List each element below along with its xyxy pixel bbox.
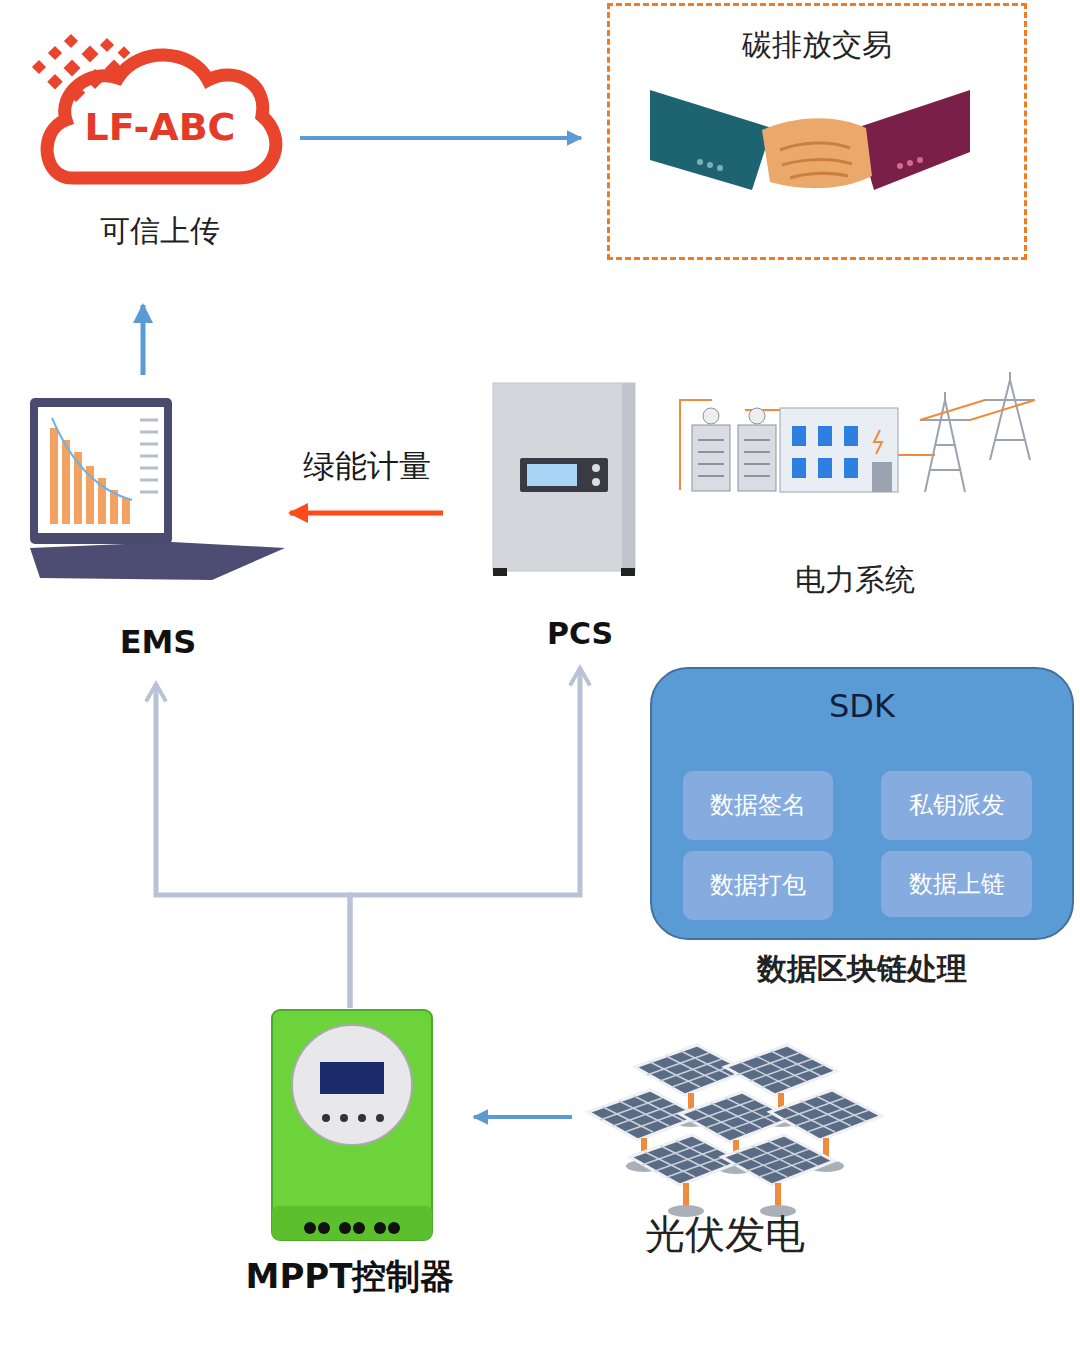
node-label: MPPT控制器 — [230, 1256, 470, 1297]
cloud-logo: LF-ABC 可信上传 — [30, 35, 290, 257]
node-label: 私钥派发 — [909, 791, 1005, 820]
node-caption: 可信上传 — [30, 213, 290, 249]
connector-arrow — [300, 136, 581, 140]
node-label: 电力系统 — [675, 562, 1035, 598]
sdk-function: 私钥派发 — [881, 771, 1032, 840]
ems-laptop: EMS — [28, 395, 288, 670]
power-system-illustration — [680, 372, 1035, 492]
solar-panels — [588, 1045, 882, 1217]
sdk-box: SDK 数据区块链处理 数据签名 私钥派发数据打包 数据上链 — [650, 667, 1074, 997]
node-caption: 数据区块链处理 — [650, 951, 1074, 987]
pv-generation: 光伏发电 — [580, 1040, 870, 1280]
connector-arrow — [141, 305, 146, 375]
mppt-controller: MPPT控制器 — [230, 1008, 470, 1308]
trading-box: 碳排放交易 — [607, 3, 1027, 260]
handshake-illustration — [650, 90, 970, 190]
node-label: 数据打包 — [710, 871, 806, 900]
node-label: SDK — [650, 687, 1074, 725]
sdk-function: 数据签名 — [683, 771, 833, 840]
node-label: 光伏发电 — [580, 1210, 870, 1258]
mppt-device — [272, 1010, 432, 1240]
node-label: LF-ABC — [30, 105, 290, 151]
node-label: 碳排放交易 — [607, 27, 1027, 63]
node-label: 数据签名 — [710, 791, 806, 820]
sdk-function: 数据上链 — [881, 851, 1032, 917]
node-label: 数据上链 — [909, 870, 1005, 899]
connector-arrow — [350, 668, 580, 1008]
node-label: EMS — [28, 623, 288, 661]
sdk-function: 数据打包 — [683, 851, 833, 920]
connector-arrow — [474, 1115, 572, 1119]
node-label: PCS — [493, 616, 667, 652]
connector-arrow — [290, 511, 443, 516]
laptop-illustration — [30, 398, 285, 580]
power-system: 电力系统 — [675, 372, 1035, 610]
connector-arrow — [156, 684, 350, 1008]
edge-label: 绿能计量 — [297, 447, 437, 485]
pcs-cabinet — [493, 383, 635, 576]
pcs-cabinet: PCS — [493, 380, 667, 658]
